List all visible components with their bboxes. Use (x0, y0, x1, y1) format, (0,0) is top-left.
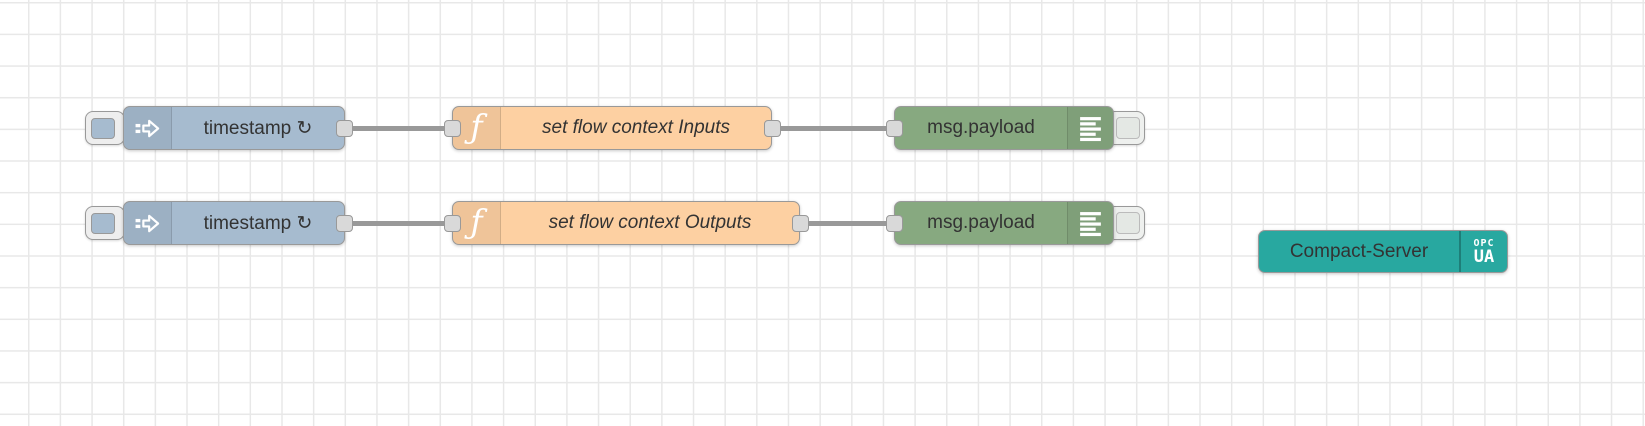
inject-button[interactable] (85, 206, 125, 240)
inject-arrow-icon (124, 107, 172, 149)
wire[interactable] (800, 221, 894, 226)
input-port[interactable] (444, 120, 461, 137)
wire[interactable] (772, 126, 894, 131)
inject-button-pad (91, 212, 115, 234)
inject-button-pad (91, 117, 115, 139)
node-label: set flow context Inputs (542, 117, 730, 138)
opcua-compact-server-node[interactable]: Compact-Server OPC UA (1258, 230, 1508, 273)
function-node[interactable]: ƒ set flow context Outputs (452, 201, 800, 245)
node-label: set flow context Outputs (548, 212, 752, 233)
inject-node[interactable]: timestamp ↻ (123, 201, 345, 245)
function-node[interactable]: ƒ set flow context Inputs (452, 106, 772, 150)
opcua-badge-icon: OPC UA (1459, 231, 1507, 272)
node-label: msg.payload (927, 212, 1035, 233)
input-port[interactable] (444, 215, 461, 232)
wire[interactable] (345, 221, 452, 226)
output-port[interactable] (764, 120, 781, 137)
debug-toggle-pad (1116, 117, 1140, 139)
output-port[interactable] (336, 215, 353, 232)
input-port[interactable] (886, 215, 903, 232)
debug-list-icon (1067, 107, 1113, 149)
input-port[interactable] (886, 120, 903, 137)
inject-arrow-icon (124, 202, 172, 244)
inject-button[interactable] (85, 111, 125, 145)
debug-toggle-pad (1116, 212, 1140, 234)
node-label: msg.payload (927, 117, 1035, 138)
wire[interactable] (345, 126, 452, 131)
debug-list-icon (1067, 202, 1113, 244)
node-label: Compact-Server (1289, 240, 1429, 262)
debug-node[interactable]: msg.payload (894, 106, 1114, 150)
debug-node[interactable]: msg.payload (894, 201, 1114, 245)
inject-node[interactable]: timestamp ↻ (123, 106, 345, 150)
output-port[interactable] (336, 120, 353, 137)
function-icon: ƒ (453, 107, 501, 149)
node-label: timestamp ↻ (203, 117, 313, 139)
output-port[interactable] (792, 215, 809, 232)
node-label: timestamp ↻ (203, 212, 313, 234)
function-icon: ƒ (453, 202, 501, 244)
